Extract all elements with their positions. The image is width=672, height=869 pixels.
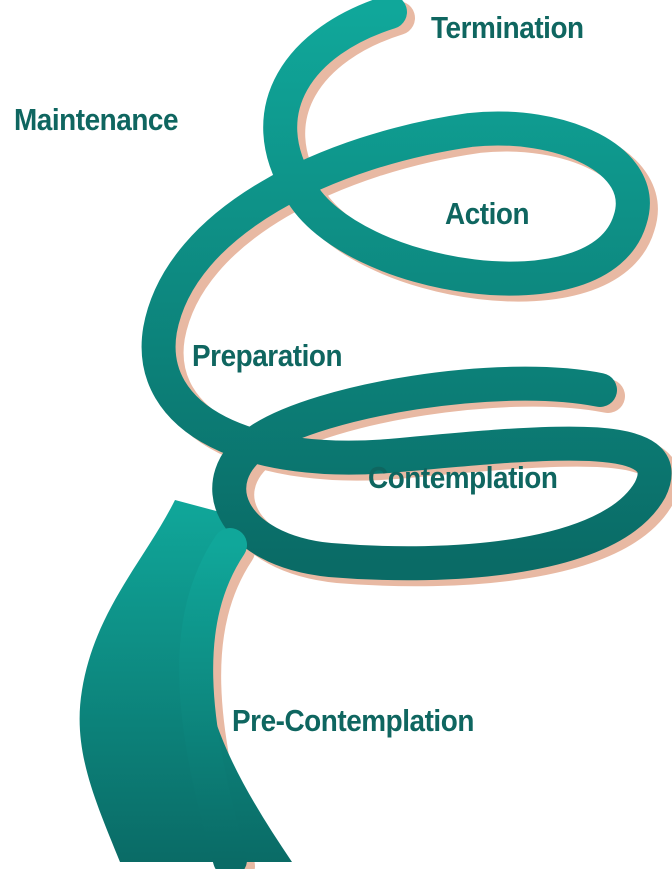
stage-label-preparation: Preparation xyxy=(192,338,343,373)
stage-label-contemplation: Contemplation xyxy=(368,460,558,495)
stage-label-action: Action xyxy=(445,196,530,231)
stage-label-pre-contemplation: Pre-Contemplation xyxy=(232,703,474,738)
stage-label-termination: Termination xyxy=(431,10,584,45)
stage-label-maintenance: Maintenance xyxy=(14,102,179,137)
ribbon-main xyxy=(141,0,672,869)
